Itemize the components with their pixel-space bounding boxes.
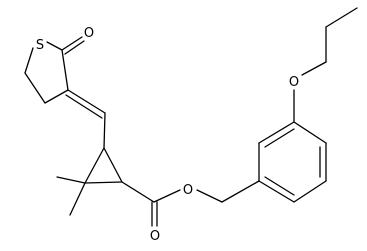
bond-ch2-ring [221,180,260,203]
bond-cp2-methyl-b [69,182,86,216]
bond-oester-ch2 [196,189,223,203]
bond-c3-ch-2 [65,94,103,119]
bond-c4-c5 [24,72,46,104]
ester-carbonyl-oxygen-label: O [150,229,160,244]
ether-oxygen-label: O [289,75,299,90]
bond-c2-o-1 [61,36,83,51]
bond-c5-s [24,47,34,74]
propoxy-group [293,7,358,123]
bond-ar5-ar6 [293,180,327,203]
sulfur-label: S [36,38,44,53]
bond-cp3-carbonyl [121,181,155,203]
bond-carbonyl-oester [153,189,181,203]
bond-s-c2 [46,41,63,51]
bond-cp1-cp2 [84,147,105,184]
thiolactone-carbonyl-oxygen-label: O [84,26,94,41]
benzene-ring [258,121,327,203]
bond-ch-cp1 [103,112,106,149]
bond-c2-c3 [61,49,69,91]
ester-group [121,180,260,227]
ester-oxygen-label: O [183,183,193,198]
bond-oether-c1 [301,61,327,76]
thiolactone-ring [24,36,85,104]
atom-labels: S O O O O [36,26,299,244]
bond-c3-c4 [44,89,69,104]
exocyclic-alkene [65,89,106,149]
bond-ar3-ar4 [293,121,327,144]
bond-cp1-cp3 [103,147,123,183]
bond-c3-ch-1 [67,89,106,114]
bond-cp2-methyl-a [56,176,86,184]
bond-cp2-cp3 [84,181,123,184]
bond-c2-o-2 [64,40,85,55]
bond-ar6-ar1 [258,180,295,203]
cyclopropane-ring [56,147,123,216]
bond-ar2-ar3 [258,121,295,144]
bond-ar2-ar3-inner [264,128,295,148]
bond-ar6-ar1-inner [264,176,295,196]
bond-c2-c3 [325,7,358,28]
